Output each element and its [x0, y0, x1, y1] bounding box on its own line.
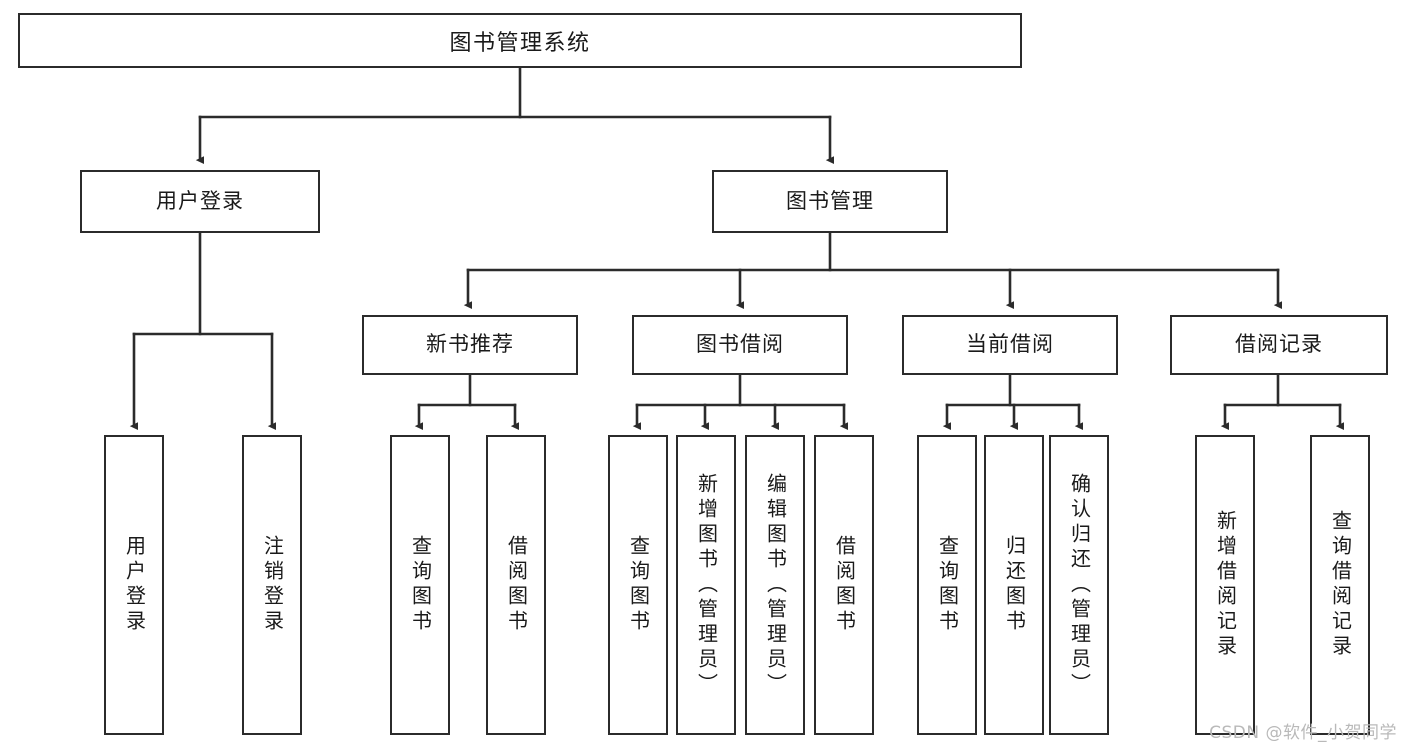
node-leaf-borrow-book-2[interactable]: 借阅图书	[814, 435, 874, 735]
node-leaf-edit-book-admin[interactable]: 编辑图书（管理员）	[745, 435, 805, 735]
node-label: 借阅记录	[1235, 332, 1323, 357]
node-label: 新增借阅记录	[1213, 510, 1238, 660]
node-borrow-record[interactable]: 借阅记录	[1170, 315, 1388, 375]
node-label: 确认归还（管理员）	[1067, 472, 1092, 698]
node-new-book-recommend[interactable]: 新书推荐	[362, 315, 578, 375]
node-leaf-return-book[interactable]: 归还图书	[984, 435, 1044, 735]
node-label: 借阅图书	[504, 535, 529, 635]
node-leaf-add-borrow-record[interactable]: 新增借阅记录	[1195, 435, 1255, 735]
watermark-text: CSDN @软件_小贺同学	[1209, 723, 1397, 743]
node-label: 图书管理系统	[449, 30, 591, 56]
node-label: 编辑图书（管理员）	[763, 472, 788, 698]
node-label: 注销登录	[260, 535, 285, 635]
node-leaf-confirm-return-admin[interactable]: 确认归还（管理员）	[1049, 435, 1109, 735]
node-label: 用户登录	[156, 188, 244, 213]
node-leaf-query-book-2[interactable]: 查询图书	[608, 435, 668, 735]
node-user-login[interactable]: 用户登录	[80, 170, 320, 233]
node-label: 图书管理	[786, 188, 874, 213]
node-leaf-query-book-1[interactable]: 查询图书	[390, 435, 450, 735]
node-label: 借阅图书	[832, 535, 857, 635]
node-book-borrow[interactable]: 图书借阅	[632, 315, 848, 375]
node-label: 图书借阅	[696, 332, 784, 357]
node-leaf-add-book-admin[interactable]: 新增图书（管理员）	[676, 435, 736, 735]
node-label: 当前借阅	[966, 332, 1054, 357]
node-label: 查询图书	[935, 535, 960, 635]
node-label: 查询借阅记录	[1328, 510, 1353, 660]
node-root-system[interactable]: 图书管理系统	[18, 13, 1022, 68]
node-leaf-query-book-3[interactable]: 查询图书	[917, 435, 977, 735]
node-current-borrow[interactable]: 当前借阅	[902, 315, 1118, 375]
node-label: 新书推荐	[426, 332, 514, 357]
node-label: 归还图书	[1002, 535, 1027, 635]
node-leaf-user-login[interactable]: 用户登录	[104, 435, 164, 735]
node-label: 查询图书	[408, 535, 433, 635]
node-label: 新增图书（管理员）	[694, 472, 719, 698]
node-leaf-logout-login[interactable]: 注销登录	[242, 435, 302, 735]
node-leaf-borrow-book-1[interactable]: 借阅图书	[486, 435, 546, 735]
node-leaf-query-borrow-record[interactable]: 查询借阅记录	[1310, 435, 1370, 735]
node-book-management[interactable]: 图书管理	[712, 170, 948, 233]
node-label: 用户登录	[122, 535, 147, 635]
node-label: 查询图书	[626, 535, 651, 635]
